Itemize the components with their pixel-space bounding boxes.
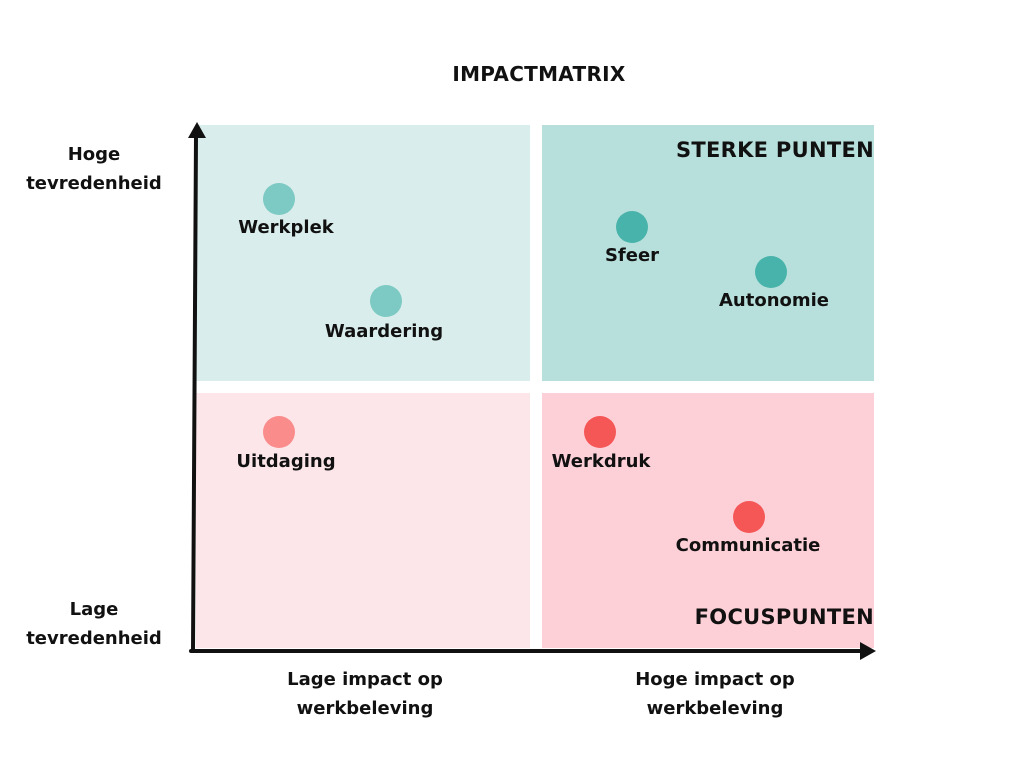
point-dot-communicatie [733,501,765,533]
y-axis-line [191,134,198,653]
quadrant-top-right [542,125,874,381]
point-dot-sfeer [616,211,648,243]
quadrant-top-left [196,125,530,381]
quadrant-bottom-left [196,393,530,648]
y-axis-high-label: Hoge tevredenheid [14,140,174,198]
y-axis-low-line-1: Lage [69,599,119,620]
point-dot-werkplek [263,183,295,215]
x-axis-high-line-2: werkbeleving [646,698,784,719]
x-axis-arrow [860,642,876,660]
y-axis-arrow [188,122,206,138]
point-dot-autonomie [755,256,787,288]
x-axis-high-label: Hoge impact op werkbeleving [610,665,820,723]
y-axis-low-label: Lage tevredenheid [14,595,174,653]
point-label-communicatie: Communicatie [675,535,821,556]
point-label-autonomie: Autonomie [718,290,830,311]
point-label-sfeer: Sfeer [604,245,660,266]
point-label-uitdaging: Uitdaging [236,451,336,472]
x-axis-low-line-1: Lage impact op [287,669,443,690]
quadrant-title-sterke-punten: STERKE PUNTEN [675,138,874,162]
quadrant-title-focuspunten: FOCUSPUNTEN [694,605,874,629]
matrix-title: IMPACTMATRIX [452,62,626,86]
x-axis-low-label: Lage impact op werkbeleving [270,665,460,723]
x-axis-high-line-1: Hoge impact op [635,669,795,690]
y-axis-low-line-2: tevredenheid [26,628,162,649]
point-label-werkdruk: Werkdruk [551,451,651,472]
point-dot-werkdruk [584,416,616,448]
point-label-werkplek: Werkplek [238,217,334,238]
point-dot-waardering [370,285,402,317]
x-axis-low-line-2: werkbeleving [296,698,434,719]
point-dot-uitdaging [263,416,295,448]
y-axis-high-line-2: tevredenheid [26,173,162,194]
y-axis-high-line-1: Hoge [67,144,121,165]
point-label-waardering: Waardering [324,321,444,342]
